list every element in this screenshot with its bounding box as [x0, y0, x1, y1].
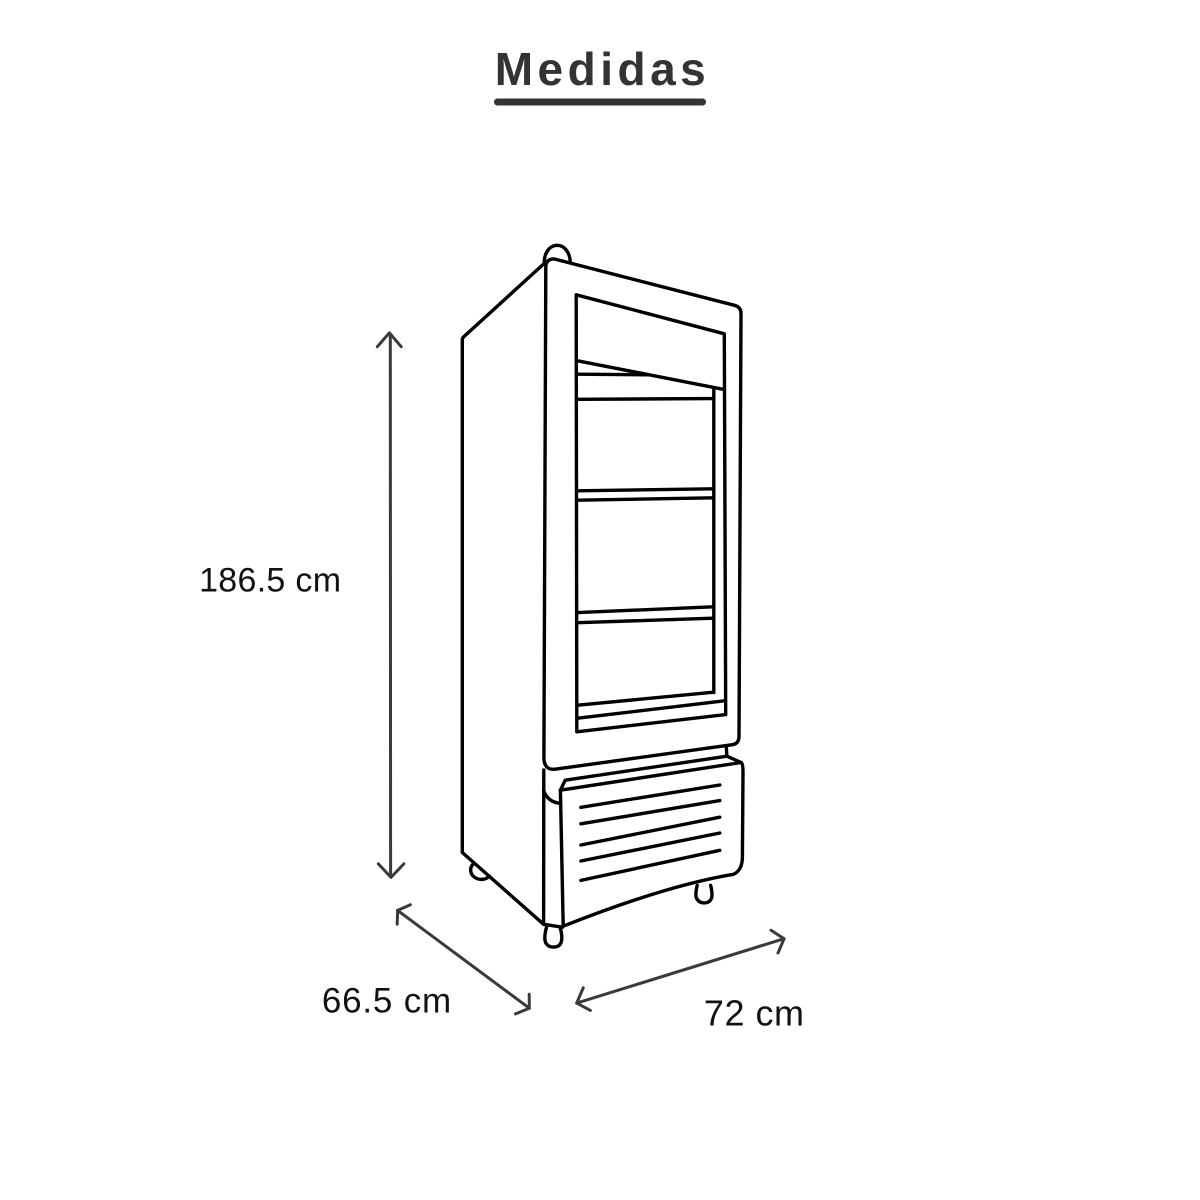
svg-text:Medidas: Medidas: [495, 43, 711, 95]
svg-text:66.5 cm: 66.5 cm: [322, 982, 452, 1021]
svg-text:72 cm: 72 cm: [704, 993, 805, 1034]
svg-text:186.5 cm: 186.5 cm: [199, 562, 341, 600]
